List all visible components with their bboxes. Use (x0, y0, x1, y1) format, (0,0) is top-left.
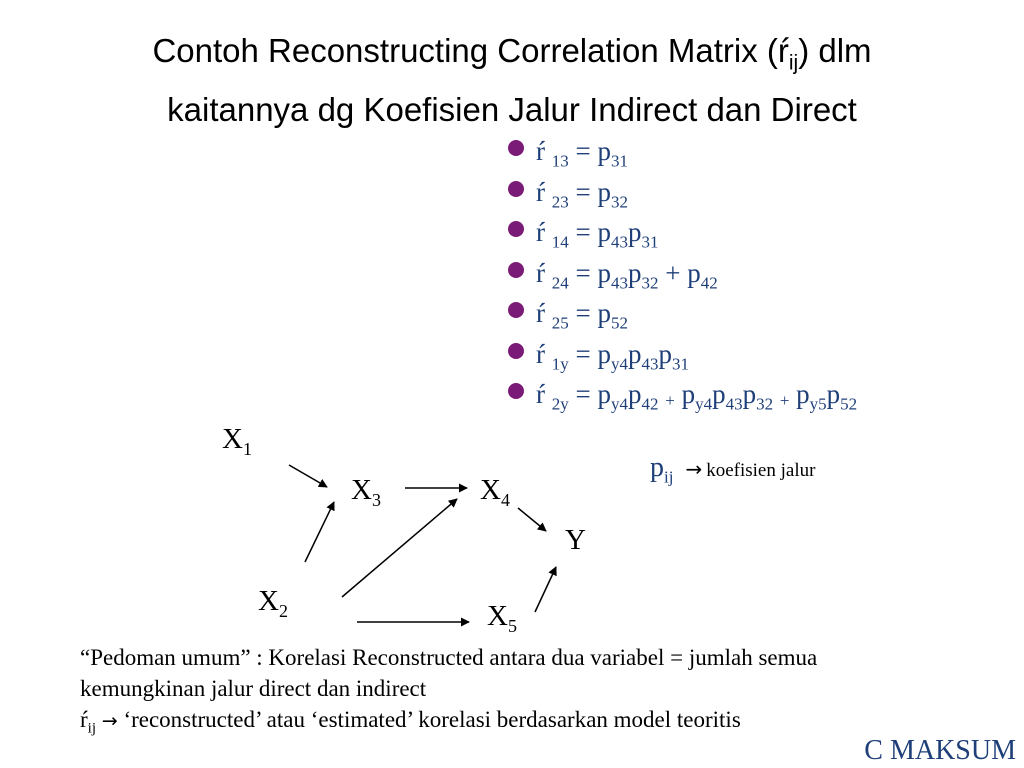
bullet-icon (508, 140, 524, 156)
node-y: Y (565, 524, 586, 556)
right-arrow-icon: → (685, 457, 703, 481)
equation-item: ŕ 14 = p43p31 (508, 217, 857, 258)
node-x1: X1 (222, 423, 252, 459)
node-x2: X2 (258, 585, 288, 621)
node-x5: X5 (487, 600, 517, 636)
bullet-icon (508, 302, 524, 318)
node-x4: X4 (480, 474, 510, 510)
bullet-icon (508, 342, 524, 359)
author-credit: C MAKSUM (864, 735, 1016, 766)
note-line-1: “Pedoman umum” : Korelasi Reconstructed … (80, 645, 818, 670)
note-line-2: kemungkinan jalur direct dan indirect (80, 676, 427, 701)
bullet-icon (508, 261, 524, 278)
equation-item: ŕ 1y = py4p43p31 (508, 339, 857, 380)
title-line-1: Contoh Reconstructing Correlation Matrix… (152, 32, 872, 75)
slide-title: Contoh Reconstructing Correlation Matrix… (40, 28, 984, 133)
equation-item: ŕ 23 = p32 (508, 177, 857, 218)
guideline-note: “Pedoman umum” : Korelasi Reconstructed … (80, 642, 1010, 745)
equation-item: ŕ 13 = p31 (508, 136, 857, 177)
right-arrow-icon: → (101, 710, 118, 732)
arrow-x4-y (517, 507, 547, 532)
equation-item: ŕ 2y = py4p42 + py4p43p32 + py5p52 (508, 379, 857, 420)
title-line-2: kaitannya dg Koefisien Jalur Indirect da… (167, 90, 857, 128)
arrow-x2-x4 (341, 498, 458, 598)
node-x3: X3 (351, 474, 381, 510)
note-line-3: ŕij → ‘reconstructed’ atau ‘estimated’ k… (80, 707, 741, 737)
arrow-x5-y (534, 566, 557, 613)
equation-item: ŕ 24 = p43p32 + p42 (508, 258, 857, 299)
bullet-icon (508, 383, 524, 399)
bullet-icon (508, 221, 524, 237)
arrow-x1-x3 (288, 464, 328, 488)
equation-item: ŕ 25 = p52 (508, 298, 857, 339)
arrow-x2-x3 (304, 501, 335, 563)
legend-koefisien-jalur: pij→koefisien jalur (650, 452, 816, 487)
bullet-icon (508, 180, 524, 197)
